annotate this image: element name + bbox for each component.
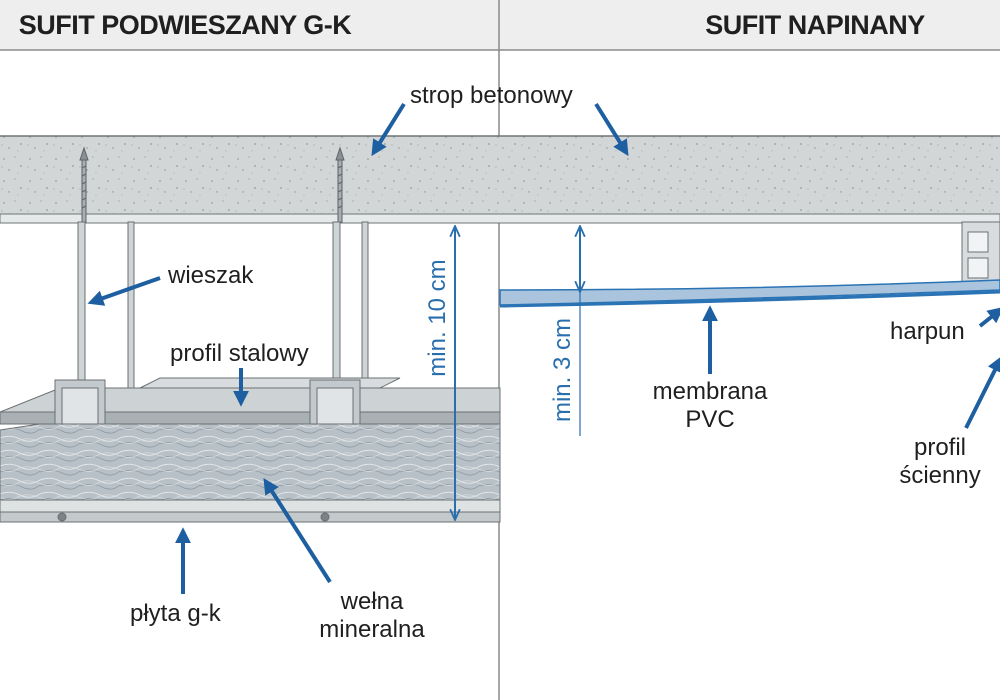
header-bar: [0, 0, 1000, 50]
label-membrana-line1: membrana: [652, 378, 768, 405]
pvc-membrane: [499, 279, 1000, 308]
arrow-profil-scienny: [964, 355, 1000, 429]
mineral-wool: [0, 423, 501, 501]
label-profil-line2: ścienny: [899, 462, 981, 489]
label-wieszak: wieszak: [168, 262, 254, 289]
header-right: SUFIT NAPINANY: [705, 9, 925, 40]
arrow-welna: [263, 477, 332, 584]
arrow-wieszak: [87, 276, 161, 306]
arrow-harpun: [978, 307, 1000, 328]
label-profil-stalowy: profil stalowy: [170, 340, 309, 367]
label-welna-line1: wełna: [340, 588, 404, 615]
label-min-3cm: min. 3 cm: [549, 318, 576, 423]
label-profil-line1: profil: [913, 434, 967, 461]
arrow-strop-right: [594, 102, 629, 157]
label-plyta-gk: płyta g-k: [130, 600, 221, 627]
leader-arrows: [87, 102, 1000, 594]
label-profil-scienny: profil ścienny: [890, 434, 990, 490]
label-membrana-pvc: membrana PVC: [640, 378, 780, 434]
label-min-10cm: min. 10 cm: [424, 259, 451, 377]
label-strop-betonowy: strop betonowy: [410, 82, 573, 109]
gypsum-board: [0, 499, 501, 523]
arrow-strop-left: [371, 102, 406, 157]
label-welna-line2: mineralna: [319, 616, 425, 643]
label-membrana-line2: PVC: [685, 406, 735, 433]
wall-profile: [961, 221, 1000, 285]
header-left: SUFIT PODWIESZANY G-K: [18, 9, 352, 40]
concrete-slab: [0, 135, 1000, 224]
anchor-screws: [79, 146, 345, 223]
label-harpun: harpun: [890, 318, 965, 345]
label-welna-mineralna: wełna mineralna: [312, 588, 432, 644]
